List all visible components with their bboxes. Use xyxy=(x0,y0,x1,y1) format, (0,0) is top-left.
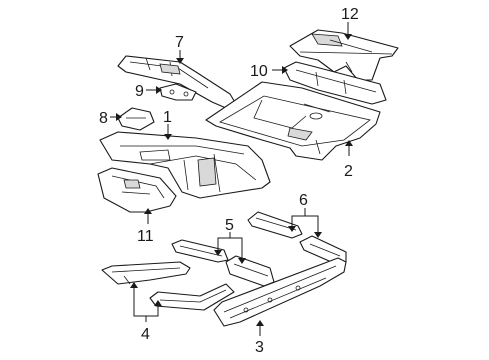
callout-8: 8 xyxy=(99,110,108,127)
part-4-crossmembers xyxy=(101,261,235,311)
callout-7: 7 xyxy=(175,34,184,51)
callout-9: 9 xyxy=(135,83,144,100)
part-2-rear-floor-pan xyxy=(205,81,381,161)
part-12-rear-panel xyxy=(289,29,399,81)
callout-10: 10 xyxy=(250,63,268,80)
callout-4: 4 xyxy=(141,326,150,343)
leader-lines xyxy=(110,22,353,336)
part-9-bracket xyxy=(159,83,197,101)
callout-6: 6 xyxy=(299,192,308,209)
part-7-crossmember xyxy=(117,55,237,109)
part-10-bracket xyxy=(283,61,387,105)
callout-11: 11 xyxy=(137,228,154,245)
callout-3: 3 xyxy=(255,339,264,356)
callout-1: 1 xyxy=(163,109,172,126)
part-8-cover xyxy=(117,107,155,131)
callout-5: 5 xyxy=(225,217,234,234)
part-11-floor-section xyxy=(97,167,177,213)
callout-2: 2 xyxy=(344,163,353,180)
part-6-rails xyxy=(247,211,347,265)
part-5-crossmembers xyxy=(171,239,275,287)
callout-12: 12 xyxy=(341,6,359,23)
part-3-side-sill xyxy=(213,257,347,327)
part-1-front-floor-pan xyxy=(99,131,271,199)
callout-labels: 12 7 10 9 8 1 2 11 5 6 4 3 xyxy=(99,6,359,356)
